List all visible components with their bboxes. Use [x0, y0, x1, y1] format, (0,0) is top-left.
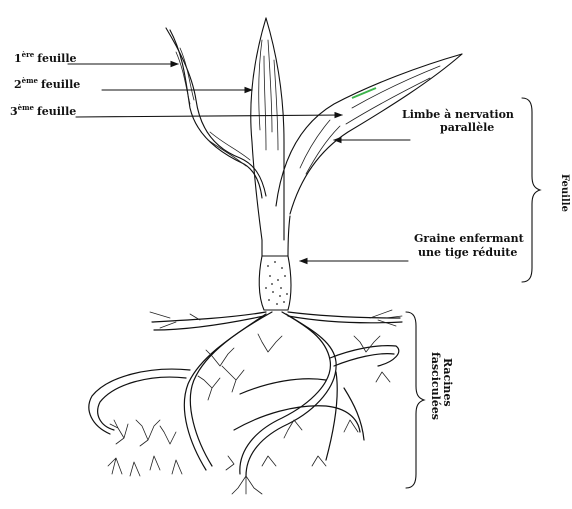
racines-brace	[406, 312, 424, 488]
limbe-label-line2: parallèle	[440, 121, 494, 134]
stem	[262, 216, 290, 256]
racines-label-line2: fasciculées	[429, 352, 442, 420]
third-leaf	[276, 54, 462, 214]
graine-label-line1: Graine enfermant	[414, 232, 525, 245]
seed	[259, 256, 291, 310]
feuille-brace	[522, 98, 540, 282]
second-leaf	[251, 18, 284, 240]
limbe-label-line1: Limbe à nervation	[402, 108, 514, 121]
leaf3-pointer	[76, 115, 342, 117]
roots	[89, 310, 402, 494]
graine-label-line2: une tige réduite	[418, 246, 517, 259]
pointer-lines	[68, 64, 410, 261]
feuille-brace-label: Feuille	[559, 174, 570, 212]
